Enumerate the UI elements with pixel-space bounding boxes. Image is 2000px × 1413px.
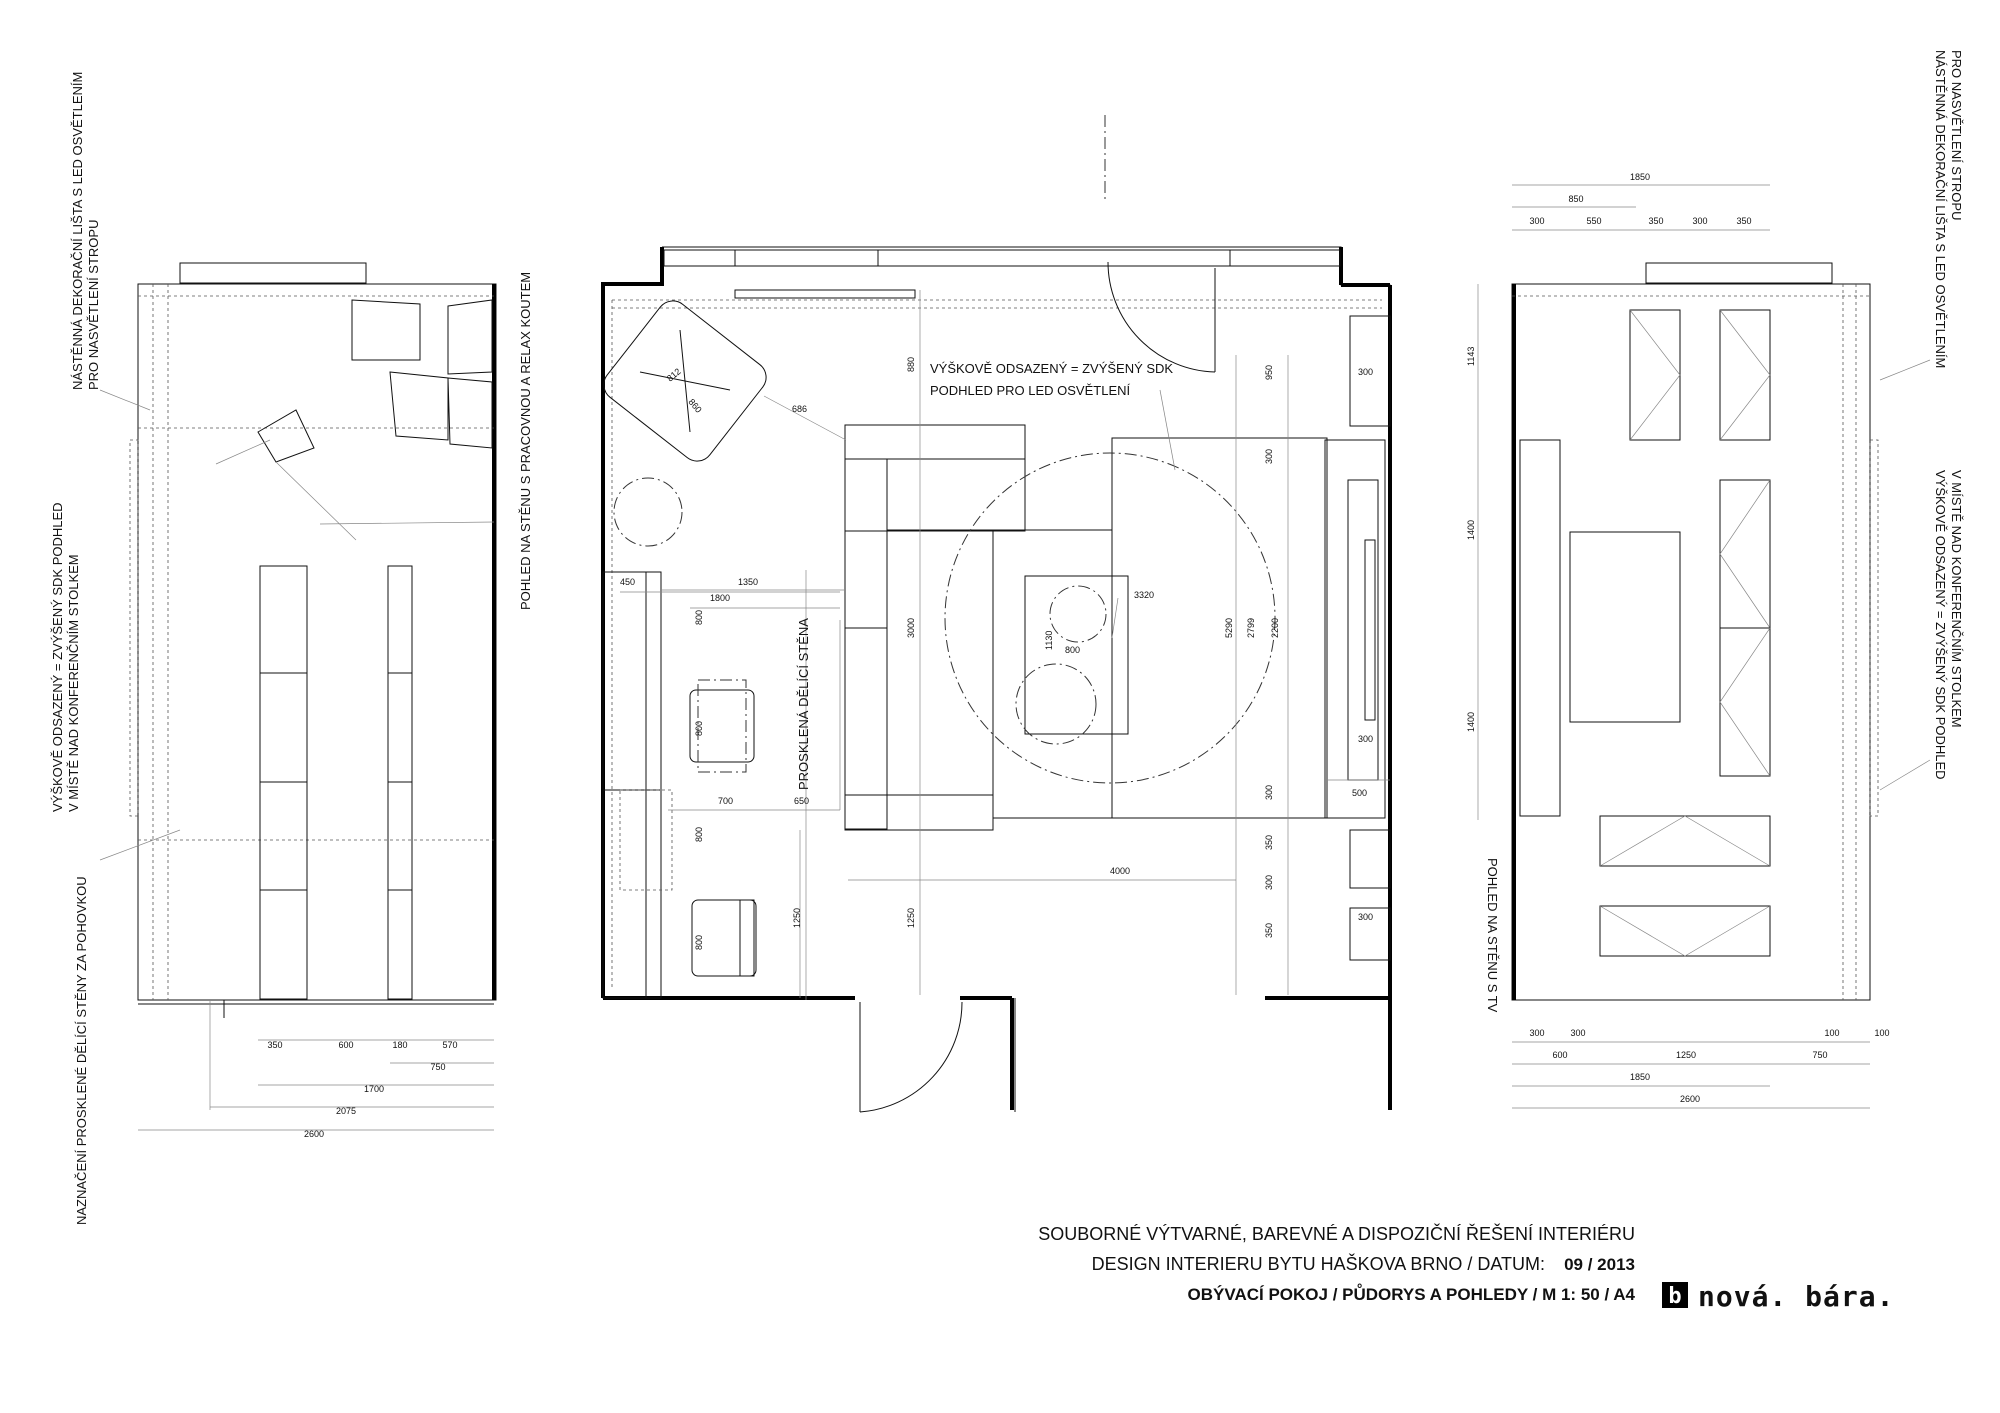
dim-500: 500 (1352, 788, 1367, 798)
plan-labels: VÝŠKOVĚ ODSAZENÝ = ZVÝŠENÝ SDK PODHLED P… (620, 357, 1373, 950)
title-line-2: DESIGN INTERIERU BYTU HAŠKOVA BRNO / DAT… (1092, 1253, 1545, 1274)
dim-812: 812 (665, 366, 683, 383)
logo-mark-box (1662, 1282, 1688, 1308)
dim-300-bottom-b: 300 (1570, 1028, 1585, 1038)
logo-mark: b (1668, 1284, 1681, 1309)
dim-300-bottom-a: 300 (1529, 1028, 1544, 1038)
dim-1800: 1800 (710, 593, 730, 603)
dim-750: 750 (430, 1062, 445, 1072)
floor-plan (601, 115, 1392, 1113)
dim-850: 850 (1568, 194, 1583, 204)
dim-450: 450 (620, 577, 635, 587)
right-note-ceiling-line1: V MÍSTĚ NAD KONFERENČNÍM STOLKEM (1949, 470, 1964, 728)
dim-800-e: 800 (1065, 645, 1080, 655)
note-led-strip-line1: NÁSTĚNNÁ DEKORAČNÍ LIŠTA S LED OSVĚTLENÍ… (70, 72, 85, 390)
plan-ceiling-note-line2: PODHLED PRO LED OSVĚTLENÍ (930, 383, 1130, 398)
dim-1130: 1130 (1044, 631, 1054, 650)
dim-1143: 1143 (1466, 347, 1476, 366)
dim-800-d: 800 (694, 935, 704, 950)
left-view-label: POHLED NA STĚNU S PRACOVNOU A RELAX KOUT… (518, 272, 533, 610)
dim-300-c: 300 (1358, 734, 1373, 744)
dim-350-b: 350 (1264, 923, 1274, 938)
dim-2075: 2075 (336, 1106, 356, 1116)
dim-300-b: 300 (1264, 449, 1274, 464)
dim-300-top-b: 300 (1692, 216, 1707, 226)
dim-650: 650 (794, 796, 809, 806)
dim-686: 686 (792, 404, 807, 414)
dim-1400-a: 1400 (1466, 520, 1476, 540)
title-line-1: SOUBORNÉ VÝTVARNÉ, BAREVNÉ A DISPOZIČNÍ … (1038, 1223, 1635, 1244)
dim-1850-bottom: 1850 (1630, 1072, 1650, 1082)
dim-1250-bottom: 1250 (1676, 1050, 1696, 1060)
dim-5290: 5290 (1224, 618, 1234, 638)
right-note-led-line2: NÁSTĚNNÁ DEKORAČNÍ LIŠTA S LED OSVĚTLENÍ… (1933, 50, 1948, 368)
dim-570: 570 (442, 1040, 457, 1050)
dim-550: 550 (1586, 216, 1601, 226)
left-view-notes: 350 600 180 570 750 1700 2075 2600 NÁSTĚ… (50, 72, 533, 1225)
dim-800-c: 800 (694, 827, 704, 842)
note-ceiling-line1: VÝŠKOVĚ ODSAZENÝ = ZVÝŠENÝ SDK PODHLED (50, 502, 65, 812)
right-view-label: POHLED NA STĚNU S TV (1485, 858, 1500, 1013)
dim-300-d: 300 (1264, 785, 1274, 800)
right-view-notes: 1850 850 300 550 350 300 350 1143 1400 1… (1466, 50, 1964, 1104)
dim-880: 880 (906, 357, 916, 372)
dim-350-top-a: 350 (1648, 216, 1663, 226)
note-glass-partition: NAZNAČENÍ PROSKLENÉ DĚLÍCÍ STĚNY ZA POHO… (74, 876, 89, 1225)
dim-350-a: 350 (1264, 835, 1274, 850)
dim-3320: 3320 (1134, 590, 1154, 600)
dim-300-e: 300 (1264, 875, 1274, 890)
glass-wall-label: PROSKLENÁ DĚLÍCÍ STĚNA (796, 618, 811, 790)
dim-180: 180 (392, 1040, 407, 1050)
dim-750-bottom: 750 (1812, 1050, 1827, 1060)
right-note-ceiling-line2: VÝŠKOVĚ ODSAZENÝ = ZVÝŠENÝ SDK PODHLED (1933, 470, 1948, 780)
dim-1850-top: 1850 (1630, 172, 1650, 182)
dim-4000: 4000 (1110, 866, 1130, 876)
right-elevation (1477, 184, 1931, 1109)
dim-600: 600 (338, 1040, 353, 1050)
dim-300-a: 300 (1358, 367, 1373, 377)
dim-800-a: 800 (694, 610, 704, 625)
title-date: 09 / 2013 (1564, 1255, 1635, 1274)
dim-300-top-a: 300 (1529, 216, 1544, 226)
plan-ceiling-note-line1: VÝŠKOVĚ ODSAZENÝ = ZVÝŠENÝ SDK (930, 361, 1173, 376)
title-line-3: OBÝVACÍ POKOJ / PŮDORYS A POHLEDY / M 1:… (1188, 1284, 1636, 1304)
logo-text: nová. bára. (1698, 1280, 1894, 1313)
dim-350: 350 (267, 1040, 282, 1050)
dim-1700: 1700 (364, 1084, 384, 1094)
title-block: SOUBORNÉ VÝTVARNÉ, BAREVNÉ A DISPOZIČNÍ … (1038, 1223, 1894, 1313)
left-elevation (99, 262, 497, 1131)
dim-1400-b: 1400 (1466, 712, 1476, 732)
dim-700: 700 (718, 796, 733, 806)
dim-350-top-b: 350 (1736, 216, 1751, 226)
note-led-strip-line2: PRO NASVĚTLENÍ STROPU (86, 220, 101, 390)
dim-860: 860 (686, 397, 703, 415)
dim-600-bottom: 600 (1552, 1050, 1567, 1060)
dim-1250-b: 1250 (906, 908, 916, 928)
dim-2600: 2600 (304, 1129, 324, 1139)
dim-3000: 3000 (906, 618, 916, 638)
dim-2600-bottom: 2600 (1680, 1094, 1700, 1104)
dim-2799: 2799 (1246, 618, 1256, 638)
dim-300-f: 300 (1358, 912, 1373, 922)
right-note-led-line1: PRO NASVĚTLENÍ STROPU (1949, 50, 1964, 220)
dim-2200: 2200 (1270, 618, 1280, 638)
note-ceiling-line2: V MÍSTĚ NAD KONFERENČNÍM STOLKEM (66, 554, 81, 812)
dim-1350: 1350 (738, 577, 758, 587)
dim-100-b: 100 (1874, 1028, 1889, 1038)
dim-100-a: 100 (1824, 1028, 1839, 1038)
dim-950: 950 (1264, 365, 1274, 380)
dim-800-b: 800 (694, 721, 704, 736)
dim-1250-a: 1250 (792, 908, 802, 928)
